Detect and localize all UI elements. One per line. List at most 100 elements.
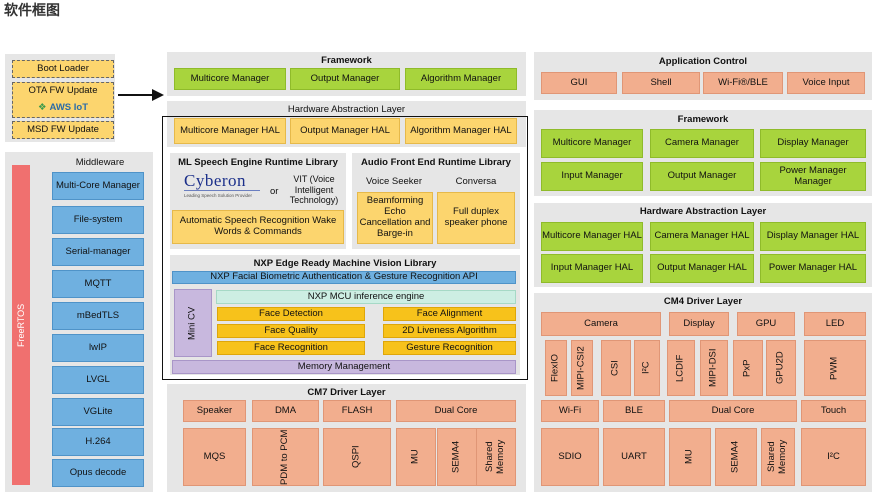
arrow-right-icon (118, 89, 164, 101)
vision-cell: Face Alignment (383, 307, 516, 321)
middleware-item: H.264 (52, 428, 144, 456)
cm7-driver-bottom-item: Shared Memory (476, 428, 516, 486)
library-frame-mask (163, 116, 402, 148)
cm7-driver-top-item: Dual Core (396, 400, 516, 422)
cm4-driver-row4-item: UART (603, 428, 665, 486)
middleware-item: MQTT (52, 270, 144, 298)
cm4-driver-title: CM4 Driver Layer (663, 296, 743, 307)
cm7-driver-bottom-item-label: SEMA4 (450, 440, 462, 474)
vision-cell: Gesture Recognition (383, 341, 516, 355)
cm4-driver-row3-item: Wi-Fi (541, 400, 599, 422)
cm7-driver-top-item: FLASH (323, 400, 391, 422)
cm4-driver-row2-item: GPU2D (766, 340, 796, 396)
cm7-driver-bottom-item: PDM to PCM (252, 428, 319, 486)
freertos-bar: FreeRTOS (12, 165, 30, 485)
cm7-driver-bottom-item-label: QSPI (350, 445, 362, 469)
hal-item: Multicore Manager HAL (174, 118, 286, 144)
cm4-driver-row2-item-label: CSI (609, 360, 621, 376)
page-title: 软件框图 (4, 2, 60, 18)
mini-cv-label: Mini CV (186, 306, 198, 340)
cm4-driver-row4-item-label: MU (683, 449, 695, 465)
vision-cell: Face Quality (217, 324, 365, 338)
cm4-driver-row2-item: CSI (601, 340, 631, 396)
aws-logo-icon: ❖ (37, 101, 47, 113)
cm7-hal-title: Hardware Abstraction Layer (287, 104, 406, 115)
cm4-driver-row2-item: PxP (733, 340, 763, 396)
ml-speech-title: ML Speech Engine Runtime Library (178, 157, 338, 168)
aws-logo-text: AWS IoT (49, 101, 89, 113)
middleware-item: Multi-Core Manager (52, 172, 144, 200)
cm4-driver-row4-item: I²C (801, 428, 866, 486)
cm4-driver-row2-item: I²C (634, 340, 660, 396)
cm7-driver-bottom-item: QSPI (323, 428, 391, 486)
cm4-driver-row4-item-label: Shared Memory (766, 439, 788, 475)
cm4-framework-item: Multicore Manager (541, 129, 643, 158)
cm4-driver-row1-item: LED (804, 312, 866, 336)
vision-cell: Face Recognition (217, 341, 365, 355)
conversa-label: Conversa (455, 176, 497, 187)
cm4-driver-row4-item-label: SEMA4 (729, 440, 741, 474)
cm4-driver-row2-item: PWM (804, 340, 866, 396)
cm4-driver-row1-item: Camera (541, 312, 661, 336)
inference-engine-bar: NXP MCU inference engine (216, 290, 516, 304)
cm7-driver-bottom-item: SEMA4 (437, 428, 477, 486)
cm4-driver-row2-item-label: MIPI-CSI2 (575, 346, 587, 390)
app-control-item: Shell (622, 72, 700, 94)
cm7-driver-bottom-item-label: Shared Memory (484, 439, 506, 475)
cm4-driver-row1-item: Display (669, 312, 729, 336)
cm4-driver-row2-item-label: PWM (828, 356, 840, 380)
vision-api-bar: NXP Facial Biometric Authentication & Ge… (172, 271, 516, 284)
cm4-framework-item: Input Manager (541, 162, 643, 191)
cm4-driver-row3-item: Dual Core (669, 400, 797, 422)
app-control-title: Application Control (658, 56, 748, 67)
cm4-driver-row4-item: SDIO (541, 428, 599, 486)
framework-item: Algorithm Manager (405, 68, 517, 90)
cm7-driver-top-item: DMA (252, 400, 319, 422)
hal-item: Algorithm Manager HAL (405, 118, 517, 144)
mini-cv-box: Mini CV (174, 289, 212, 357)
cm4-hal-item: Input Manager HAL (541, 254, 643, 283)
vit-label: VIT (Voice Intelligent Technology) (289, 174, 339, 206)
aws-iot-logo: ❖ AWS IoT (13, 100, 113, 116)
msd-update-box: MSD FW Update (12, 121, 114, 139)
app-control-item: Voice Input (787, 72, 865, 94)
vision-title: NXP Edge Ready Machine Vision Library (253, 258, 437, 269)
app-control-item: GUI (541, 72, 617, 94)
cyberon-tagline: Leading Speech Solution Provider (184, 193, 253, 198)
boot-loader-box: Boot Loader (12, 60, 114, 78)
middleware-item: VGLite (52, 398, 144, 426)
cm4-driver-row1-item: GPU (737, 312, 795, 336)
cm4-framework-item: Display Manager (760, 129, 866, 158)
cm4-driver-row4-item: MU (669, 428, 711, 486)
memory-management-bar: Memory Management (172, 360, 516, 374)
cm7-framework-title: Framework (321, 55, 372, 66)
vision-cell: Face Detection (217, 307, 365, 321)
middleware-item: Serial-manager (52, 238, 144, 266)
cm7-driver-title: CM7 Driver Layer (307, 387, 386, 398)
hal-item: Output Manager HAL (290, 118, 400, 144)
cm4-driver-row2-item-label: FlexIO (549, 354, 561, 382)
cm4-driver-row4-item: SEMA4 (715, 428, 757, 486)
cm4-driver-row2-item-label: PxP (741, 359, 753, 377)
library-frame (162, 116, 528, 380)
voice-seeker-label: Voice Seeker (366, 176, 422, 187)
cm4-driver-row2-item-label: MIPI-DSI (707, 348, 719, 388)
middleware-item: Opus decode (52, 459, 144, 487)
cm7-driver-bottom-item: MU (396, 428, 436, 486)
cm4-hal-title: Hardware Abstraction Layer (639, 206, 767, 217)
cyberon-logo: Cyberon Leading Speech Solution Provider (184, 172, 260, 206)
cm4-driver-row3-item: BLE (603, 400, 665, 422)
cm7-driver-top-item: Speaker (183, 400, 246, 422)
cm4-driver-row2-item-label: GPU2D (774, 351, 786, 385)
cm4-driver-row2-item: FlexIO (545, 340, 567, 396)
freertos-label: FreeRTOS (15, 303, 26, 347)
middleware-item: LVGL (52, 366, 144, 394)
audio-front-title: Audio Front End Runtime Library (361, 157, 511, 168)
cm4-hal-item: Power Manager HAL (760, 254, 866, 283)
cm4-driver-row3-item: Touch (801, 400, 866, 422)
middleware-item: mBedTLS (52, 302, 144, 330)
cm4-hal-item: Camera Manager HAL (650, 222, 754, 251)
cm4-framework-title: Framework (677, 114, 729, 125)
cm4-driver-row2-item-label: I²C (640, 361, 652, 375)
middleware-item: lwIP (52, 334, 144, 362)
